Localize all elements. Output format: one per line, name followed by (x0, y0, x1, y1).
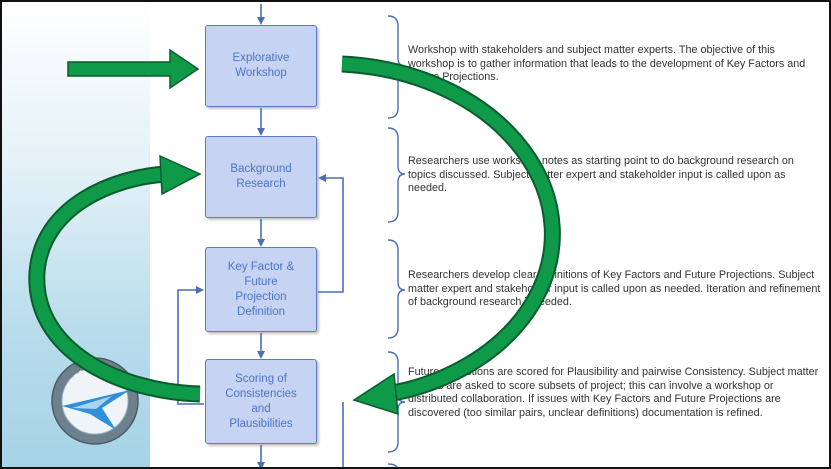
highlight-arrows (28, 48, 561, 416)
flow-connectors (177, 4, 344, 467)
brace-3 (387, 239, 406, 339)
feedback-arrow (177, 286, 204, 405)
step-explorative-workshop: Explorative Workshop (205, 25, 317, 107)
brace-2 (387, 127, 406, 223)
description-explorative-workshop: Workshop with stakeholders and subject m… (408, 44, 806, 84)
step-key-factor-definition: Key Factor & Future Projection Definitio… (205, 247, 317, 332)
description-background-research: Researchers use workshop notes as starti… (408, 155, 794, 195)
loop-arrow-right-edge (341, 55, 561, 403)
step-label: Key Factor & Future Projection Definitio… (227, 260, 295, 318)
pointer-arrow (67, 48, 200, 90)
loop-arrow-left (30, 167, 201, 401)
step-label: Scoring of Consistencies and Plausibilit… (225, 372, 297, 430)
braces (387, 15, 406, 467)
step-label: Explorative Workshop (232, 52, 290, 79)
feedback-arrow (318, 174, 344, 293)
loop-arrow-right (341, 57, 559, 401)
brace-5 (387, 463, 398, 467)
description-scoring: Future projections are scored for Plausi… (408, 366, 819, 419)
loop-arrow-left-edge (28, 165, 201, 403)
step-label: Background Research (230, 163, 292, 190)
loop-arrow-right-head (352, 372, 399, 416)
step-scoring: Scoring of Consistencies and Plausibilit… (205, 359, 317, 444)
loop-arrow-left-head (159, 154, 202, 196)
brace-4 (387, 351, 406, 453)
step-background-research: Background Research (205, 136, 317, 218)
